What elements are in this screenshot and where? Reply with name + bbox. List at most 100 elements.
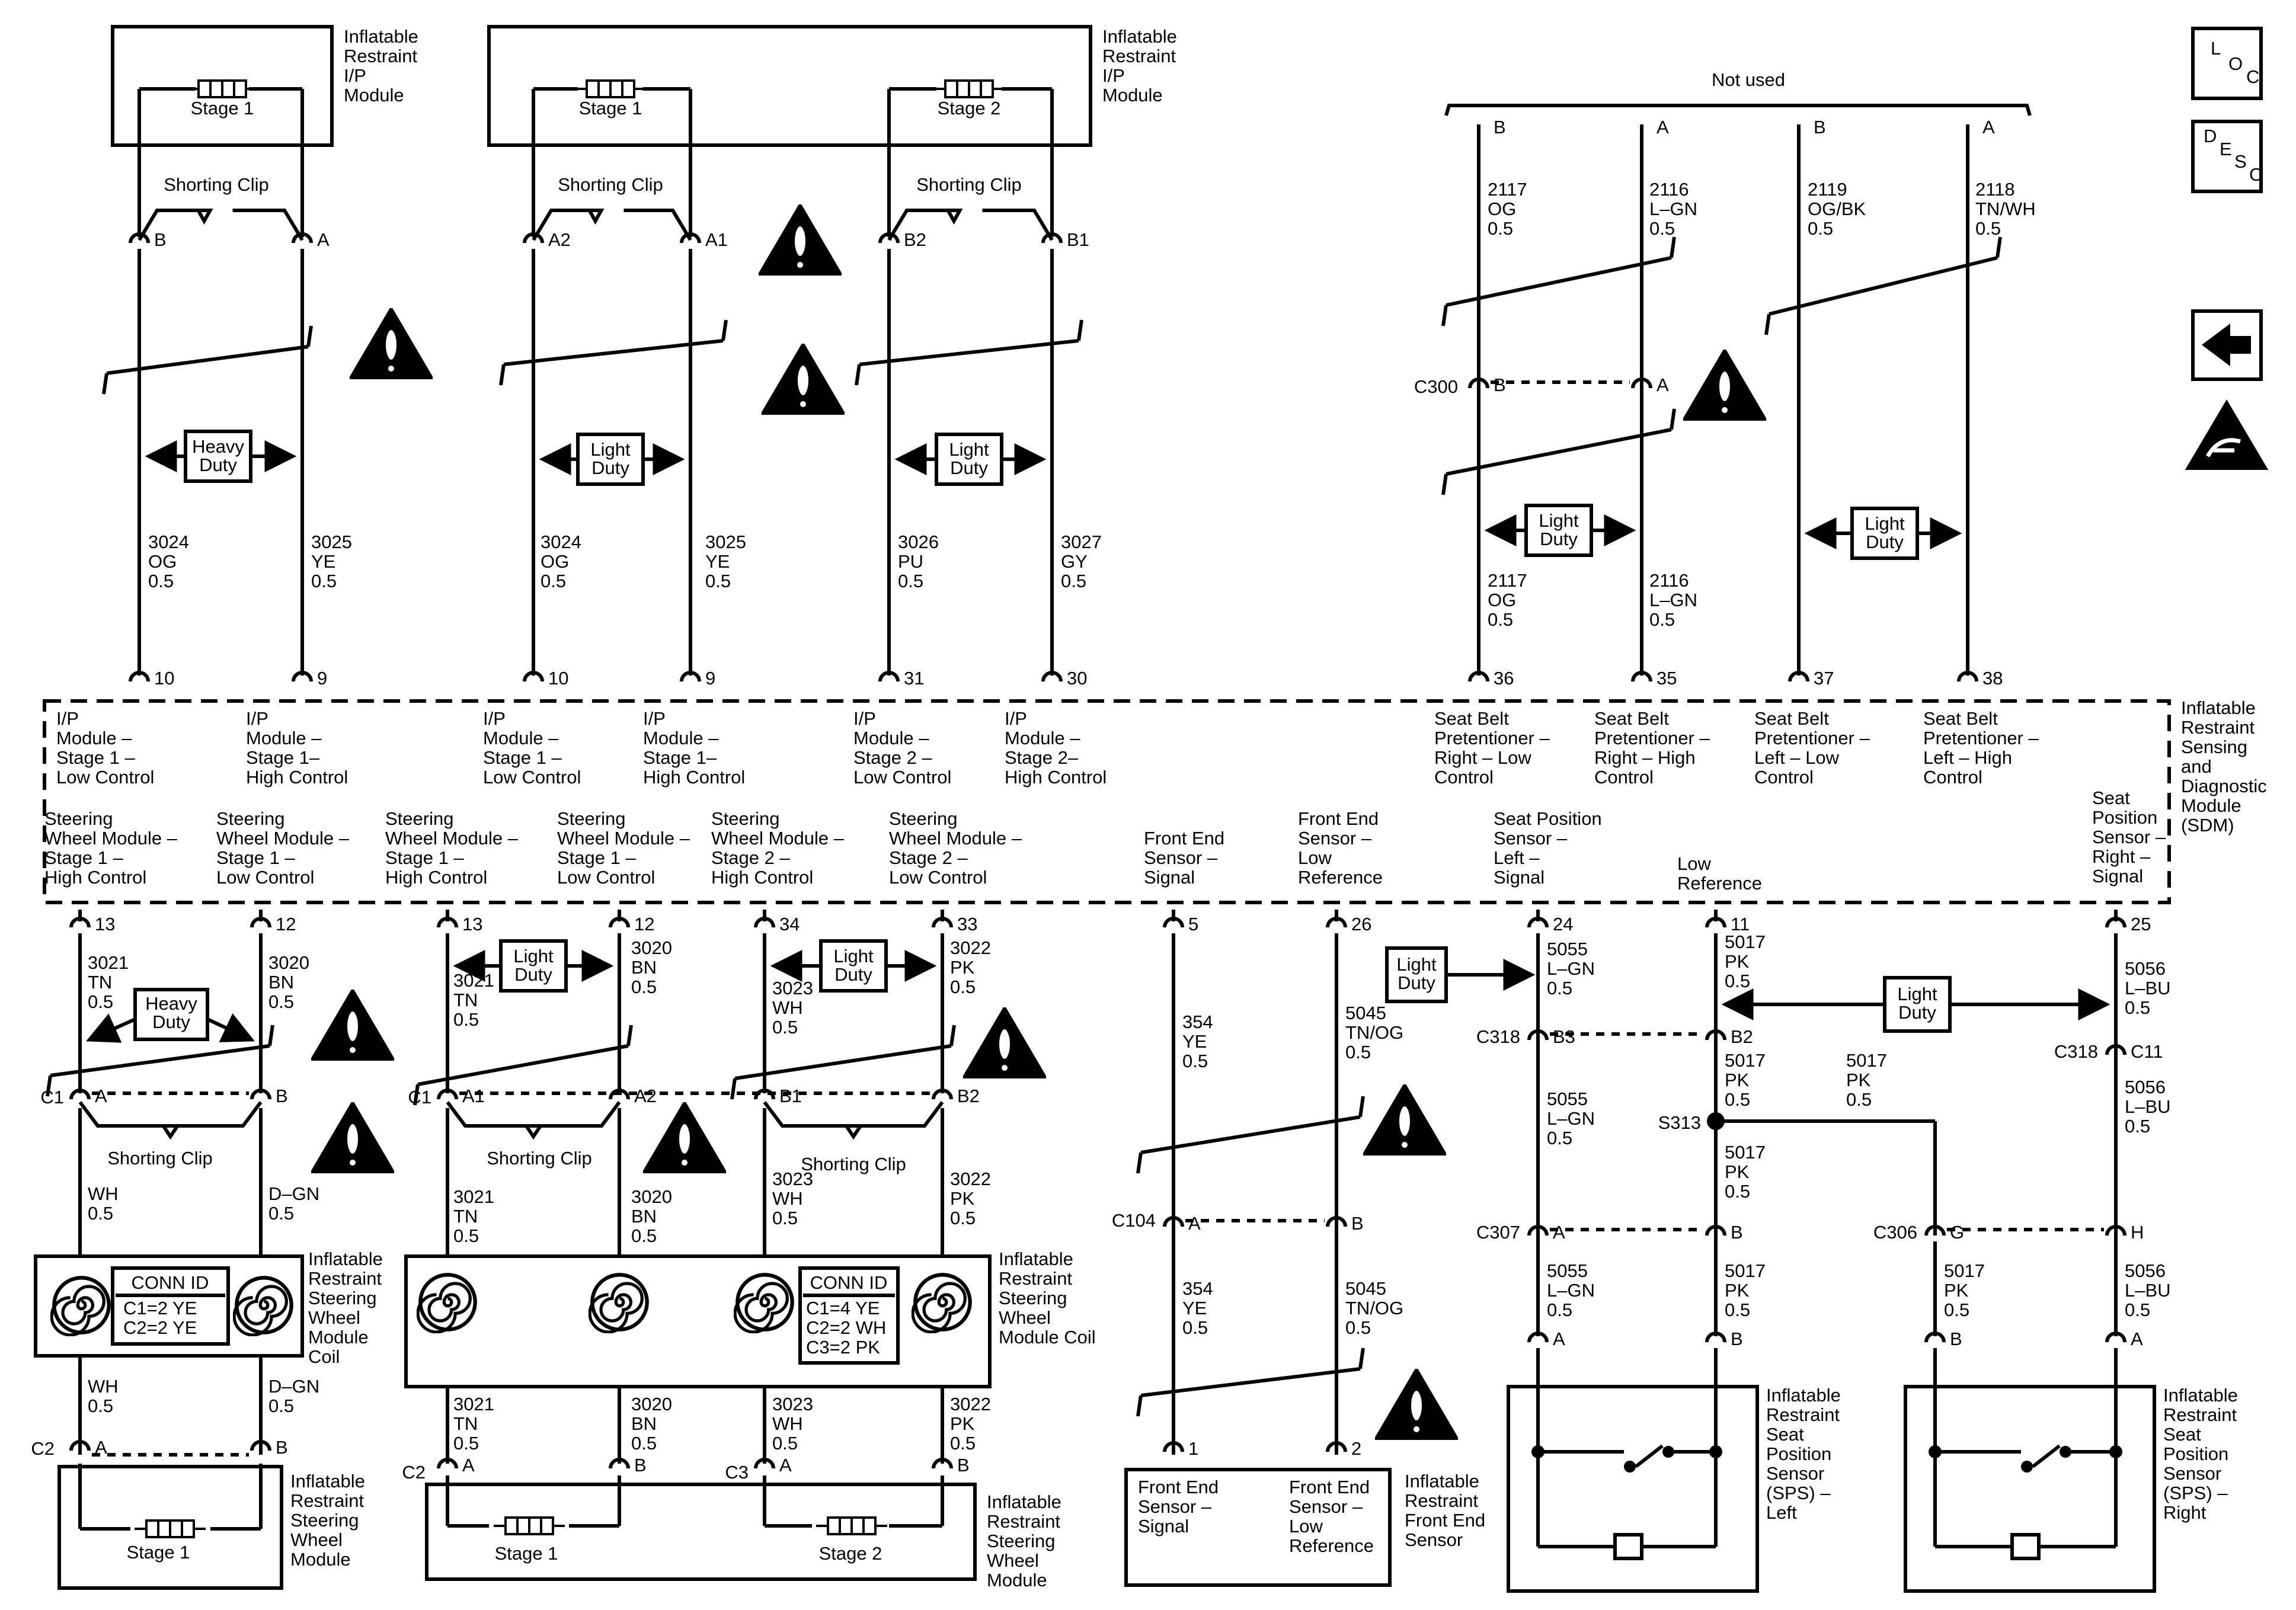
heavy-duty-top-text-line: Duty [199,454,237,475]
wire-3020-label-line: BN [631,1413,657,1434]
wire-3023-label-line: 3023 [772,1394,813,1414]
switch-contact [1624,1461,1636,1473]
wire-2118-label-line: 2118 [1975,179,2015,200]
wire-5056-label-line: 5056 [2125,1077,2166,1097]
wire-dgn-label-line: D–GN [268,1376,319,1397]
shorting-clip-notch [523,1124,544,1140]
wire-3020-label-line: BN [631,957,657,978]
wire-3020-label-line: 0.5 [631,1433,657,1454]
sdm-top-function-line: Stage 2– [1005,747,1079,768]
wire-3023-label-line: 0.5 [772,1017,798,1038]
sps-left-label-line: Restraint [1766,1404,1840,1425]
sps-right-label-line: Seat [2163,1424,2201,1445]
wire-5056-label-line: 5056 [2125,958,2166,979]
light-duty-pret-left-text-line: Light [1865,513,1905,534]
pin-label: 1 [1188,1438,1198,1459]
sps-left-label-line: Sensor [1766,1463,1824,1484]
ip-module-right-box [487,25,1092,147]
sw-module-left-label-line: Module [290,1549,351,1570]
wire-3020-label-line: 0.5 [631,1225,657,1246]
sdm-bottom-function-line: Low Control [216,867,314,888]
pin-label: 11 [1731,914,1750,934]
stage2-label: Stage 2 [819,1543,882,1564]
wire-5056-label-line: L–BU [2125,1280,2171,1301]
pin-label: 25 [2131,914,2151,934]
sps-left-label-line: Position [1766,1443,1831,1464]
wire-3020-label-line: 0.5 [268,991,294,1012]
wire-dgn-label-line: 0.5 [268,1395,294,1416]
pin-label: 9 [705,668,715,689]
sdm-top-function-line: Pretentioner – [1754,728,1870,748]
fes-signal-label-line: Signal [1138,1516,1189,1537]
wire-5045-label-line: 0.5 [1345,1317,1371,1338]
resistor [2010,1533,2041,1560]
terminal-cup [1527,1331,1549,1343]
wire-2119-label-line: OG/BK [1808,199,1866,219]
ip-module-right-label-line: Restraint [1102,46,1176,66]
light-duty-ip1-text-line: Duty [591,457,629,478]
light-duty-text-line: Duty [1398,972,1435,993]
terminal-cup [1527,1029,1549,1041]
sdm-top-function-line: Seat Belt [1434,708,1509,729]
sdm-bottom-function-line: Steering [557,808,625,829]
connector-c1-label: C1 [408,1087,431,1108]
pin-label: B [1731,1329,1743,1349]
wire-5045-label-line: 5045 [1345,1003,1386,1023]
warning-triangle-icon [760,206,840,274]
sdm-bottom-function-line: Wheel Module – [711,828,845,849]
shorting-clip-notch [159,1124,181,1140]
sps-right-label-line: Sensor [2163,1463,2221,1484]
sdm-label-line: Sensing [2181,737,2247,757]
wire-5055-label-line: 5055 [1547,939,1588,959]
pin-label: 10 [154,668,174,689]
wire-3022-label-line: 0.5 [950,977,976,997]
terminal-cup [1631,377,1652,389]
terminal-cup [69,1089,91,1100]
squib-icon [135,1521,206,1537]
wire-5017-label-line: 0.5 [1944,1299,1969,1320]
squib-icon [187,81,258,97]
front-end-sensor-label-line: Restraint [1405,1490,1478,1511]
sdm-top-function-line: Right – High [1594,747,1696,768]
conn-id-list-line: C1=4 YE [806,1298,880,1318]
sdm-bottom-function-line: Wheel Module – [557,828,690,849]
wire-3022-label-line: PK [950,1188,975,1209]
light-duty-pret-right-text-line: Duty [1540,529,1578,549]
sps-left-label-line: Seat [1766,1424,1804,1445]
sps-right-label-line: Position [2163,1443,2228,1464]
switch-contact [2021,1461,2033,1473]
shorting-clip-notch [586,209,605,225]
pin-label: 12 [634,914,654,934]
twisted-pair-line [50,1044,270,1077]
coil-left-label-line: Wheel [308,1307,360,1328]
twisted-pair-line [503,339,724,366]
sdm-top-function-line: Module – [643,728,719,748]
sdm-top-function-line: Module – [56,728,132,748]
wire-5017-label-line: PK [1944,1280,1969,1301]
twisted-pair-line [413,1084,420,1106]
